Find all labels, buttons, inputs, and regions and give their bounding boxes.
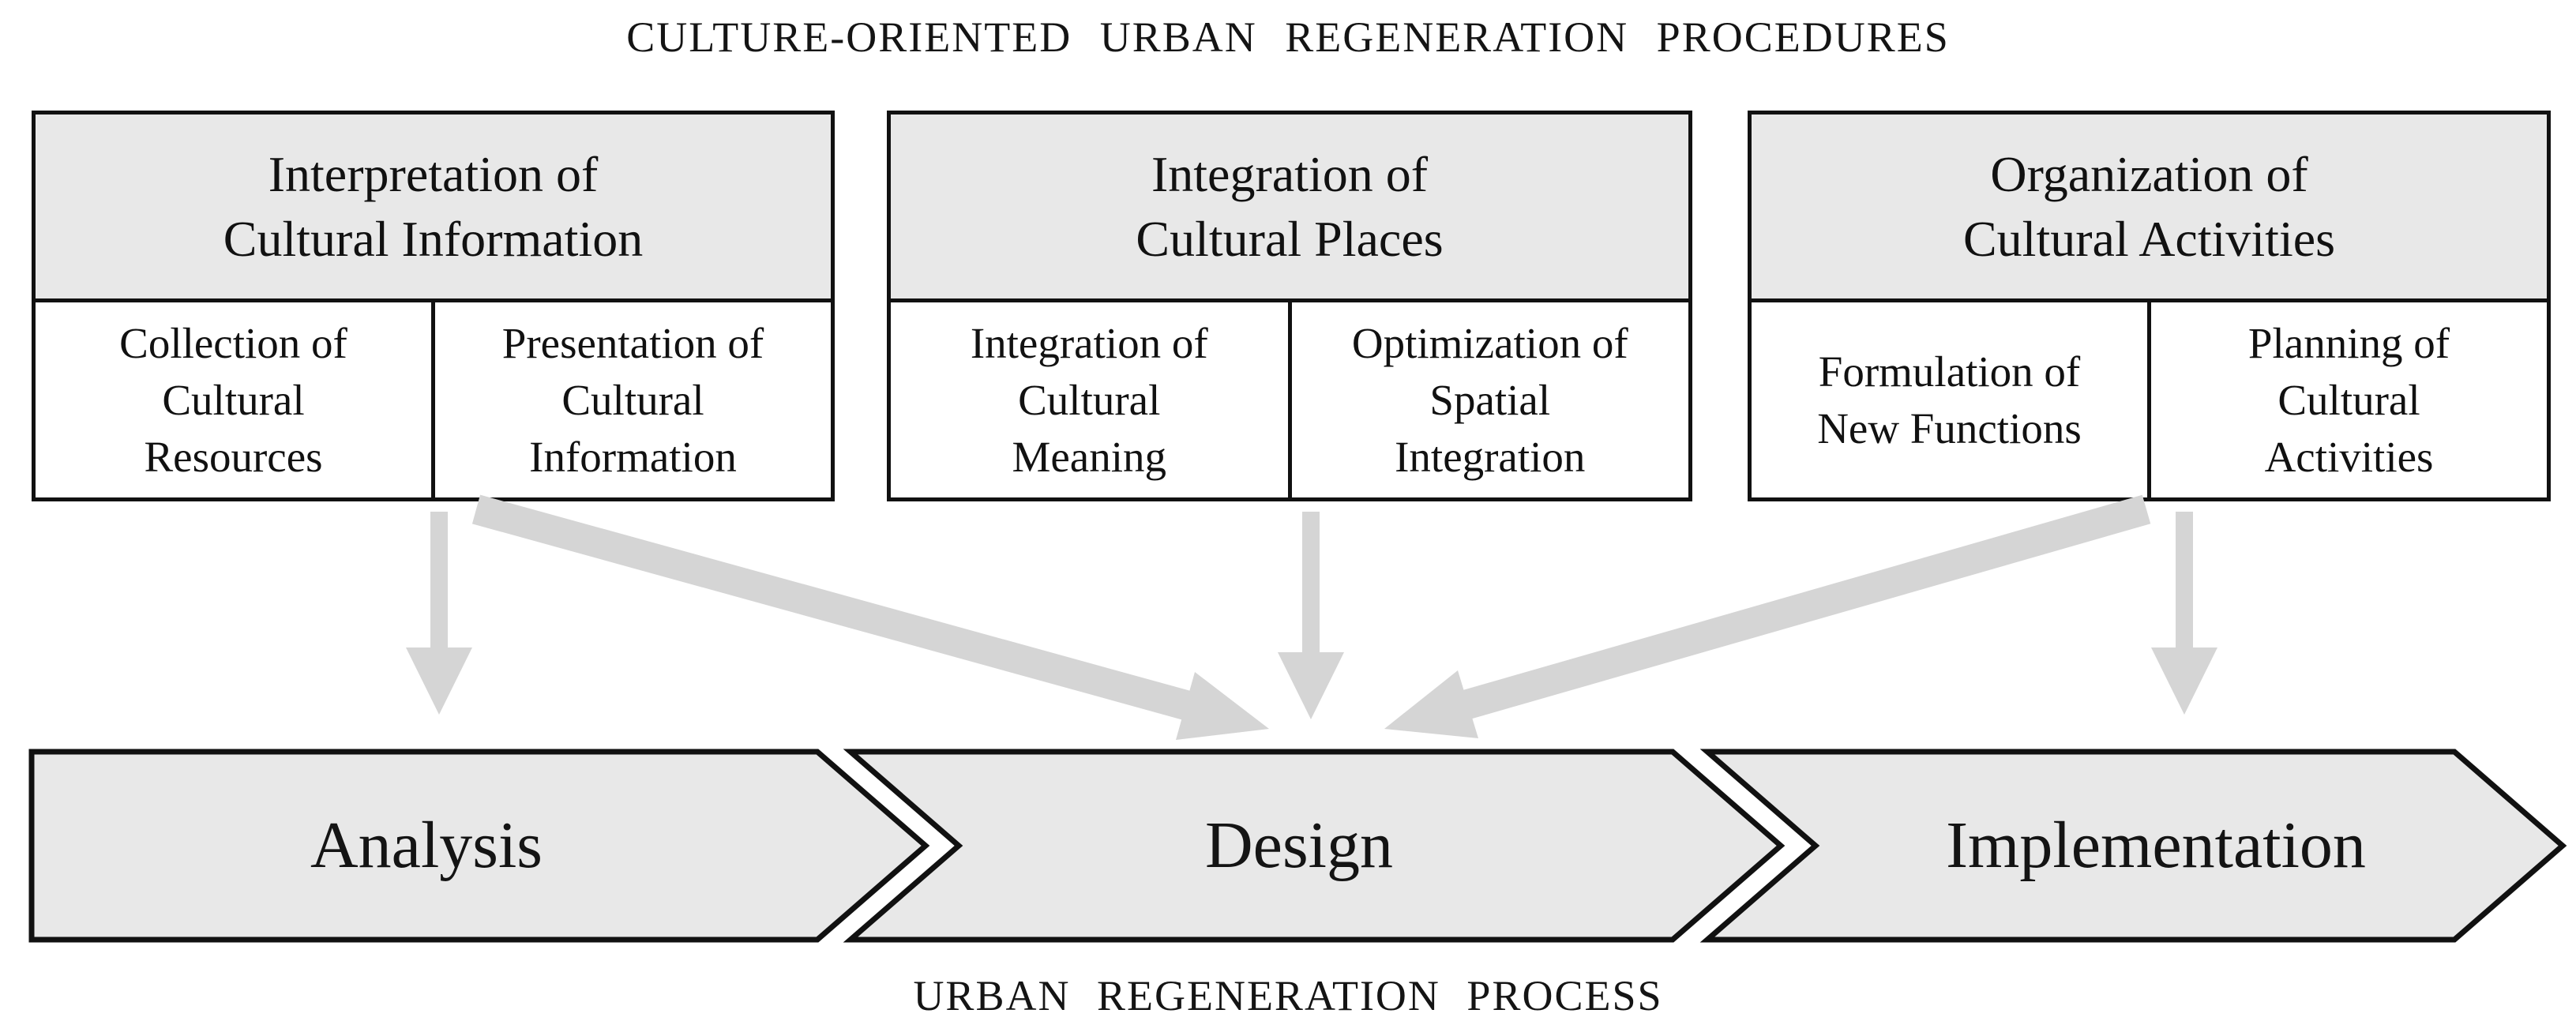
down-arrow-design-icon: [1278, 512, 1344, 719]
process-label: URBAN REGENERATION PROCESS: [913, 972, 1663, 1019]
diagram-title: CULTURE-ORIENTED URBAN REGENERATION PROC…: [626, 13, 1950, 61]
diagonal-arrow-left-to-design-icon: [471, 494, 1269, 740]
phase-label-design: Design: [1205, 809, 1393, 882]
procedure-cell: Optimization of Spatial Integration: [1287, 302, 1688, 497]
procedure-cell: Integration of Cultural Meaning: [891, 302, 1288, 497]
procedure-box-interpretation: Interpretation of Cultural Information C…: [32, 111, 835, 501]
phase-label-analysis: Analysis: [310, 809, 543, 882]
procedure-cells: Integration of Cultural Meaning Optimiza…: [891, 302, 1688, 497]
phase-label-implementation: Implementation: [1946, 809, 2366, 882]
procedure-cell: Collection of Cultural Resources: [36, 302, 431, 497]
down-arrow-analysis-icon: [406, 512, 472, 715]
procedure-header: Interpretation of Cultural Information: [36, 114, 831, 302]
procedure-header: Organization of Cultural Activities: [1752, 114, 2547, 302]
procedure-cells: Collection of Cultural Resources Present…: [36, 302, 831, 497]
procedure-cell: Planning of Cultural Activities: [2147, 302, 2547, 497]
down-arrow-implementation-icon: [2151, 512, 2217, 715]
procedure-cell: Formulation of New Functions: [1752, 302, 2147, 497]
procedure-header: Integration of Cultural Places: [891, 114, 1688, 302]
phase-chevron-implementation: [1699, 749, 2567, 943]
procedure-box-integration: Integration of Cultural Places Integrati…: [887, 111, 1692, 501]
phase-chevron-design: [843, 749, 1786, 943]
procedure-cell: Presentation of Cultural Information: [431, 302, 831, 497]
diagonal-arrow-right-to-design-icon: [1384, 494, 2151, 738]
procedure-box-organization: Organization of Cultural Activities Form…: [1748, 111, 2551, 501]
phase-chevron-analysis: [28, 749, 930, 943]
procedure-cells: Formulation of New Functions Planning of…: [1752, 302, 2547, 497]
